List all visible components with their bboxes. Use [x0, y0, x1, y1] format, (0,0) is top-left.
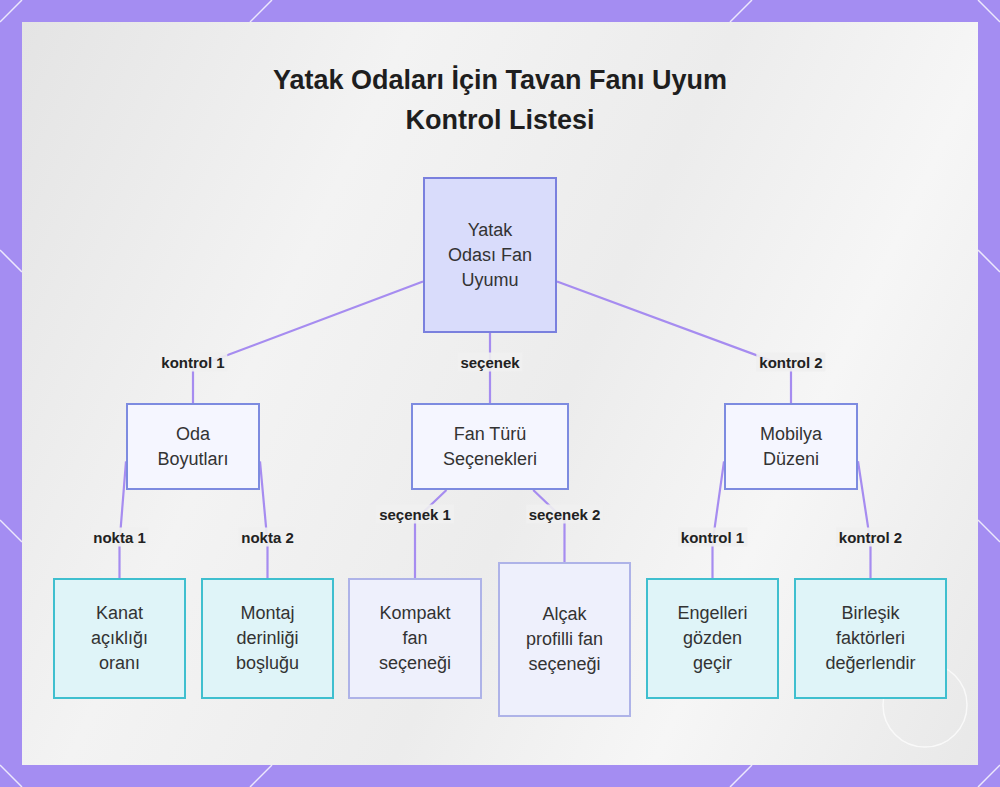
edge-label: kontrol 1 [678, 528, 747, 547]
edge-label: seçenek 2 [526, 505, 604, 524]
connector-line [260, 461, 268, 578]
check-box: Kanat açıklığı oranı [53, 578, 186, 699]
check-box: Montaj derinliği boşluğu [201, 578, 334, 699]
node-text: Oda Boyutları [144, 422, 242, 472]
category-box: Fan Türü Seçenekleri [411, 403, 569, 490]
check-box: Engelleri gözden geçir [646, 578, 779, 699]
node-text: Birleşik faktörleri değerlendir [816, 601, 925, 676]
option-box: Alçak profilli fan seçeneği [498, 562, 631, 717]
edge-label: kontrol 2 [756, 353, 825, 372]
connector-line [557, 282, 791, 403]
node-text: Montaj derinliği boşluğu [227, 601, 308, 676]
node-text: Engelleri gözden geçir [672, 601, 753, 676]
edge-label: kontrol 2 [836, 528, 905, 547]
option-box: Kompakt fan seçeneği [348, 578, 482, 699]
category-box: Mobilya Düzeni [724, 403, 858, 490]
category-box: Oda Boyutları [126, 403, 260, 490]
node-text: Kompakt fan seçeneği [374, 601, 456, 676]
node-text: Yatak Odası Fan Uyumu [445, 218, 535, 293]
connector-line [713, 461, 725, 578]
root-box: Yatak Odası Fan Uyumu [423, 177, 557, 333]
edge-label: kontrol 1 [158, 353, 227, 372]
edge-label: seçenek 1 [376, 505, 454, 524]
edge-label: seçenek [457, 353, 522, 372]
connector-line [415, 490, 447, 578]
check-box: Birleşik faktörleri değerlendir [794, 578, 947, 699]
node-text: Kanat açıklığı oranı [79, 601, 160, 676]
connector-line [193, 282, 423, 403]
edge-label: nokta 2 [238, 528, 297, 547]
connector-line [858, 461, 871, 578]
connector-line [533, 490, 564, 562]
node-text: Alçak profilli fan seçeneği [520, 602, 609, 677]
node-text: Mobilya Düzeni [742, 422, 840, 472]
diagram-title: Yatak Odaları İçin Tavan Fanı Uyum Kontr… [230, 60, 770, 140]
edge-label: nokta 1 [90, 528, 149, 547]
node-text: Fan Türü Seçenekleri [429, 422, 551, 472]
